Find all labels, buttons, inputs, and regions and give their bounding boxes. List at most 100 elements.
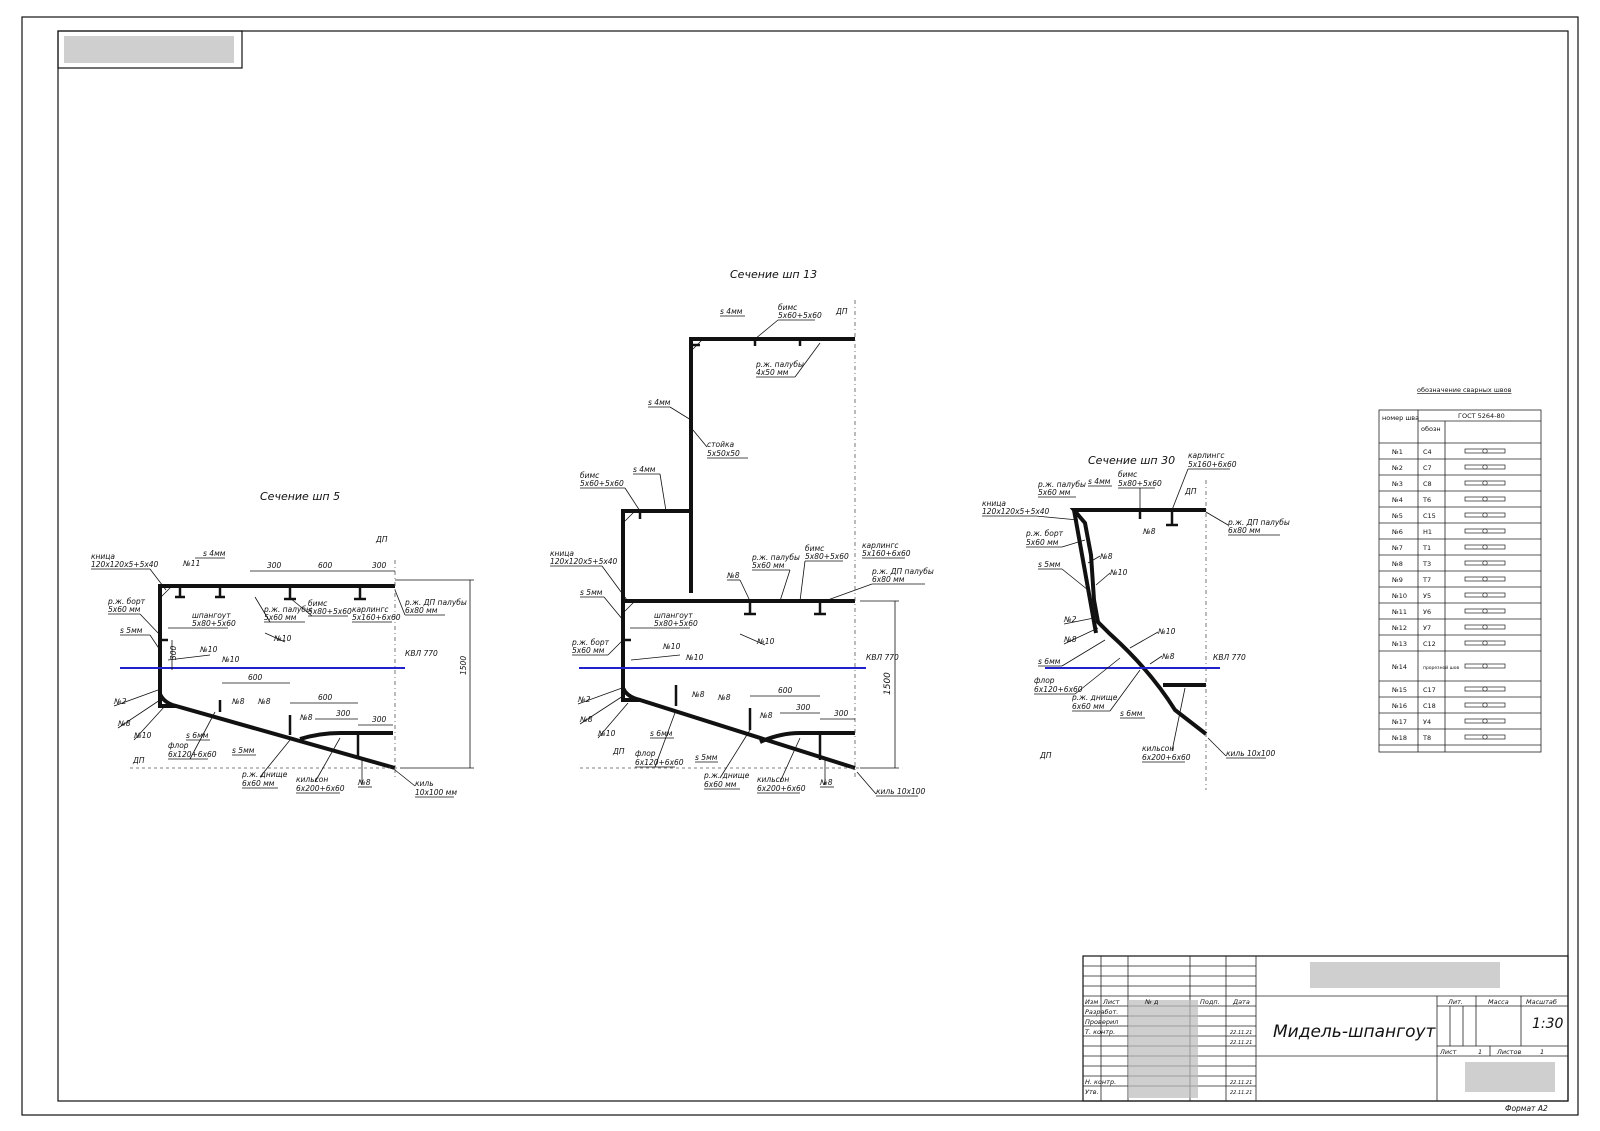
svg-text:5х80+5х60: 5х80+5х60	[192, 619, 236, 628]
blurred-organization	[1465, 1062, 1555, 1092]
section-13-title: Сечение шп 13	[730, 268, 817, 281]
svg-text:s 5мм: s 5мм	[695, 753, 718, 762]
weld-row-number: №9	[1391, 576, 1403, 584]
svg-text:№10: №10	[662, 642, 681, 651]
weld-symbol-icon	[1464, 640, 1506, 646]
svg-text:6х80 мм: 6х80 мм	[1228, 526, 1261, 535]
svg-text:6х200+6х60: 6х200+6х60	[296, 784, 345, 793]
weld-row-code: Т3	[1422, 560, 1431, 568]
svg-text:5х60+5х60: 5х60+5х60	[778, 311, 822, 320]
format-label: Формат А2	[1505, 1104, 1548, 1113]
weld-row-code: С8	[1423, 480, 1432, 488]
section-5-height: 1500	[459, 656, 468, 675]
svg-text:Лист: Лист	[1439, 1048, 1457, 1056]
weld-bead-icon	[1482, 592, 1488, 598]
svg-text:№8: №8	[1063, 635, 1077, 644]
section-5-hull	[158, 584, 396, 770]
svg-text:№10: №10	[1109, 568, 1128, 577]
svg-text:s 5мм: s 5мм	[580, 588, 603, 597]
svg-text:6х200+6х60: 6х200+6х60	[757, 784, 806, 793]
weld-symbol-icon	[1464, 734, 1506, 740]
svg-text:№10: №10	[756, 637, 775, 646]
weld-row-code: Т8	[1422, 734, 1431, 742]
weld-row-number: №18	[1391, 734, 1407, 742]
svg-text:1: 1	[1478, 1048, 1482, 1056]
svg-text:Утв.: Утв.	[1085, 1088, 1099, 1096]
section-30: Сечение шп 30 КВЛ 770 карлингс 5х160+6х6…	[982, 451, 1290, 790]
weld-symbol-icon	[1464, 718, 1506, 724]
weld-symbol-icon	[1464, 624, 1506, 630]
inner-frame	[57, 30, 1569, 1102]
weld-row-code: С15	[1423, 512, 1436, 520]
svg-text:Дата: Дата	[1232, 998, 1250, 1006]
weld-bead-icon	[1482, 448, 1488, 454]
svg-text:№10: №10	[133, 731, 152, 740]
weld-bead-icon	[1482, 640, 1488, 646]
svg-text:s 4мм: s 4мм	[648, 398, 671, 407]
svg-text:Т. контр.: Т. контр.	[1085, 1028, 1115, 1036]
section-5-bilge	[158, 693, 177, 708]
svg-text:Лист: Лист	[1102, 998, 1120, 1006]
blurred-signatures	[1128, 1000, 1198, 1098]
weld-symbol-icon	[1464, 448, 1506, 454]
weld-row-code: Т7	[1422, 576, 1431, 584]
svg-text:ДП: ДП	[835, 307, 848, 316]
svg-text:Листов: Листов	[1496, 1048, 1521, 1056]
svg-text:р.ж. палубы: р.ж. палубы	[751, 553, 800, 562]
svg-text:р.ж. палубы: р.ж. палубы	[1037, 480, 1086, 489]
svg-text:ДП: ДП	[1039, 751, 1052, 760]
svg-text:300: 300	[267, 561, 282, 570]
weld-bead-icon	[1482, 496, 1488, 502]
svg-text:КВЛ 770: КВЛ 770	[1213, 653, 1246, 662]
blurred-stamp	[64, 36, 234, 63]
svg-text:Проверил: Проверил	[1085, 1018, 1118, 1026]
weld-table-caption: обозначение сварных швов	[1417, 386, 1512, 394]
svg-text:№11: №11	[182, 559, 200, 568]
weld-symbol-icon	[1464, 480, 1506, 486]
svg-text:22.11.21: 22.11.21	[1230, 1080, 1252, 1086]
svg-text:s 6мм: s 6мм	[186, 731, 209, 740]
weld-bead-icon	[1482, 718, 1488, 724]
weld-symbol-icon	[1464, 464, 1506, 470]
svg-text:№8: №8	[257, 697, 271, 706]
svg-text:№2: №2	[1063, 615, 1077, 624]
svg-text:флор: флор	[168, 741, 189, 750]
weld-row-code: У5	[1423, 592, 1431, 600]
weld-symbol-icon	[1464, 528, 1506, 534]
svg-text:ДП: ДП	[132, 756, 145, 765]
weld-row-code: С4	[1423, 448, 1432, 456]
svg-text:ДП: ДП	[612, 747, 625, 756]
weld-symbol-icon	[1464, 663, 1506, 669]
scale-value: 1:30	[1532, 1016, 1564, 1032]
weld-symbol-icon	[1464, 608, 1506, 614]
weld-row-number: №12	[1391, 624, 1407, 632]
svg-text:р.ж. палубы: р.ж. палубы	[755, 360, 804, 369]
weld-table: обозначение сварных швов номер шва ГОСТ …	[1378, 386, 1542, 753]
weld-row-number: №6	[1391, 528, 1403, 536]
svg-text:флор: флор	[1034, 676, 1055, 685]
drawing-name: Мидель-шпангоут	[1273, 1022, 1437, 1042]
svg-text:1: 1	[1540, 1048, 1544, 1056]
weld-bead-icon	[1482, 544, 1488, 550]
weld-row-code: С17	[1423, 686, 1436, 694]
svg-text:5х60 мм: 5х60 мм	[1026, 538, 1059, 547]
svg-text:№8: №8	[1142, 527, 1156, 536]
svg-text:№8: №8	[579, 715, 593, 724]
svg-text:киль: киль	[415, 779, 434, 788]
svg-text:№8: №8	[231, 697, 245, 706]
weld-row-code: У4	[1423, 718, 1431, 726]
svg-text:№10: №10	[1157, 627, 1176, 636]
svg-text:Разработ.: Разработ.	[1085, 1008, 1118, 1016]
weld-row-number: №11	[1391, 608, 1407, 616]
section-30-hull	[1069, 508, 1208, 736]
weld-symbol-icon	[1464, 512, 1506, 518]
weld-row-code: У7	[1423, 624, 1431, 632]
weld-bead-icon	[1482, 702, 1488, 708]
svg-text:5х60 мм: 5х60 мм	[752, 561, 785, 570]
svg-text:КВЛ 770: КВЛ 770	[866, 653, 899, 662]
svg-text:6х80 мм: 6х80 мм	[872, 575, 905, 584]
svg-text:6х120+6х60: 6х120+6х60	[1034, 685, 1083, 694]
svg-text:5х80+5х60: 5х80+5х60	[1118, 479, 1162, 488]
svg-text:р.ж. борт: р.ж. борт	[1025, 529, 1064, 538]
